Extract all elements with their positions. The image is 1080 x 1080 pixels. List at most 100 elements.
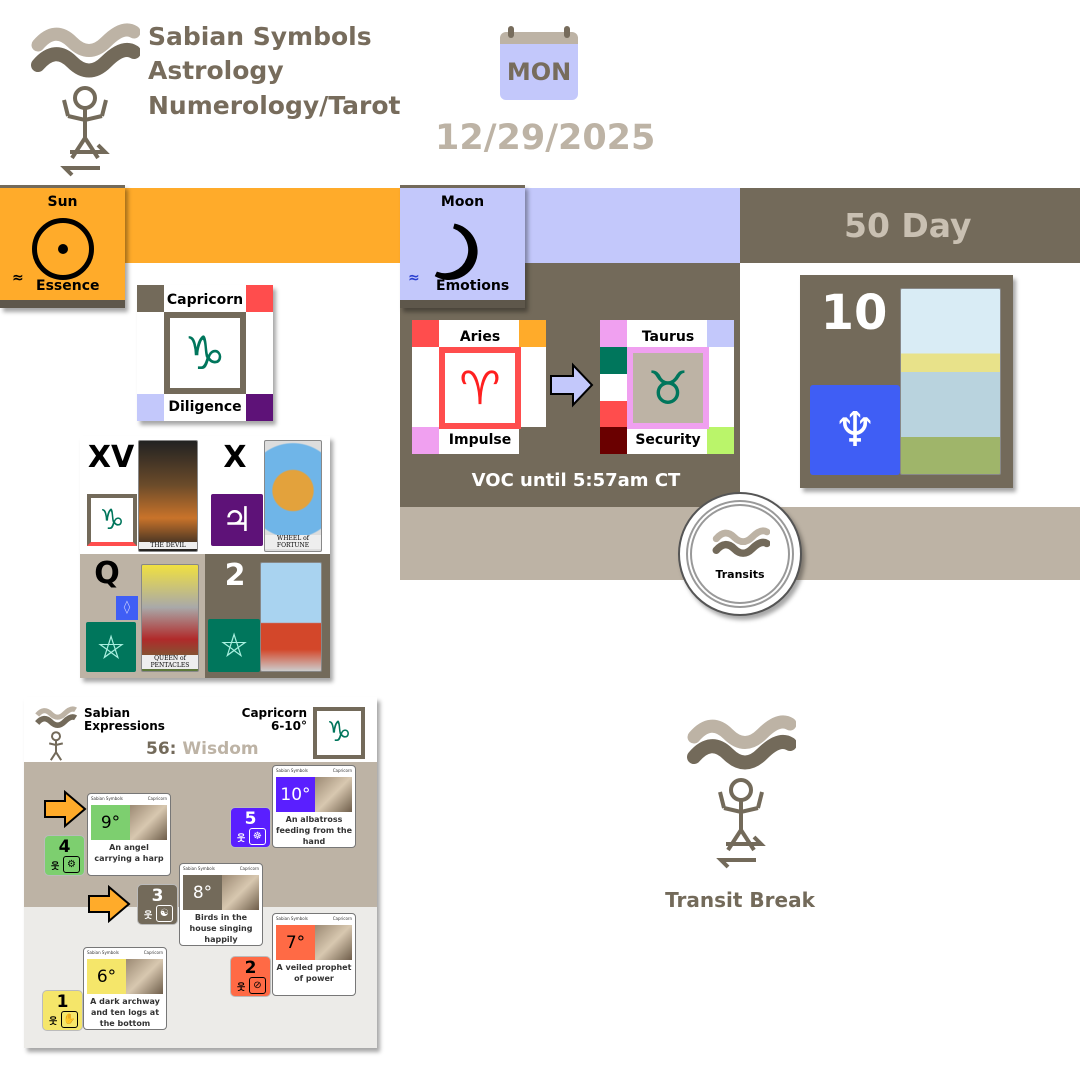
numerology-number-box[interactable]: 3 웃☯ (137, 884, 178, 925)
numerology-icon: ⊘ (249, 977, 266, 994)
jupiter-icon: ♃ (211, 494, 263, 546)
theme-number: 56: (146, 739, 177, 759)
numerology-icon: ☯ (156, 905, 173, 922)
symbol-image (315, 925, 352, 960)
sabian-logo-icon (687, 715, 796, 869)
symbol-text: A dark archway and ten logs at the botto… (90, 997, 160, 1028)
figure-icon: 웃 (237, 983, 246, 993)
moon-to-sign-card[interactable]: Taurus ♉ Security (600, 320, 734, 454)
date: 12/29/2025 (435, 118, 656, 158)
sign-name: Aries (459, 329, 501, 345)
numerology-number: 3 (151, 886, 164, 906)
sabian-logo-icon (35, 706, 78, 761)
aries-icon: ♈ (439, 347, 521, 429)
tarot-numeral: Q (94, 556, 120, 591)
tarot-numeral: X (223, 440, 247, 475)
card-header-left: Sabian Symbols (91, 796, 123, 801)
wave-icon: ≈ (408, 270, 420, 286)
transits-button[interactable]: Transits (678, 492, 802, 616)
card-header-right: Capricorn (332, 916, 352, 921)
symbol-image (126, 959, 163, 994)
sabian-degree-card[interactable]: Sabian Symbols Capricorn 7° A veiled prophe… (272, 913, 356, 996)
arrow-right-icon (44, 790, 87, 828)
day-count-label: 50 Day (844, 206, 972, 245)
app-title-line: Sabian Symbols (148, 22, 372, 51)
two-of-pentacles-card-image (260, 562, 322, 672)
sun-sign-card[interactable]: Capricorn ♑ Diligence (137, 285, 273, 421)
figure-icon: 웃 (237, 834, 246, 844)
sun-card[interactable]: Sun ≈ Essence (0, 185, 125, 308)
theme-name: Wisdom (182, 739, 259, 759)
capricorn-icon: ♑ (164, 312, 246, 394)
arrow-right-icon (550, 362, 594, 408)
planet-name: Sun (47, 194, 78, 210)
numerology-number-box[interactable]: 5 웃☸ (230, 807, 271, 848)
numerology-icon: ☸ (249, 828, 266, 845)
numerology-number: 2 (244, 958, 257, 978)
symbol-text: Birds in the house singing happily (189, 913, 253, 944)
card-header-right: Capricorn (239, 866, 259, 871)
degree-label: 6° (87, 959, 126, 994)
planet-keyword: Emotions (436, 278, 510, 294)
devil-card-image: THE DEVIL (138, 440, 198, 552)
numerology-number: 5 (244, 809, 257, 829)
sabian-title: Sabian Expressions (84, 707, 165, 733)
day-number: 10 (820, 285, 888, 341)
day-tarot-panel[interactable]: 10 ♆ (800, 275, 1013, 488)
moon-icon (434, 223, 478, 280)
symbol-image (130, 805, 167, 840)
degree-label: 7° (276, 925, 315, 960)
sign-name: Capricorn (241, 706, 307, 720)
moon-card[interactable]: Moon ≈ Emotions (400, 185, 525, 308)
app-title-line: Astrology (148, 56, 284, 85)
figure-icon: 웃 (49, 1017, 58, 1027)
transit-break-label: Transit Break (665, 888, 815, 912)
weekday: MON (506, 58, 572, 86)
sign-name: Capricorn (166, 292, 244, 308)
sabian-theme: 56: Wisdom (146, 739, 259, 759)
symbol-image (222, 875, 259, 910)
queen-of-pentacles-card-image: QUEEN of PENTACLES (141, 564, 199, 672)
card-caption: THE DEVIL (139, 542, 197, 549)
numerology-number-box[interactable]: 2 웃⊘ (230, 956, 271, 997)
symbol-text: An albatross feeding from the hand (276, 815, 352, 846)
sign-keyword: Security (635, 432, 701, 448)
sabian-logo-icon (31, 23, 140, 177)
degree-label: 8° (183, 875, 222, 910)
numerology-icon: ✋ (61, 1011, 78, 1028)
figure-icon: 웃 (51, 862, 60, 872)
taurus-icon: ♉ (627, 347, 709, 429)
card-caption: WHEEL of FORTUNE (265, 535, 321, 549)
card-header-right: Capricorn (147, 796, 167, 801)
app-title-line: Numerology/Tarot (148, 91, 401, 120)
arrow-right-icon (88, 885, 131, 923)
card-header: Sabian Symbols Capricorn (88, 794, 170, 804)
tarot-grid: XV ♑ THE DEVIL X ♃ WHEEL of FORTUNE Q ◊ … (80, 436, 330, 678)
degree-range: 6-10° (270, 719, 307, 733)
degree-label: 10° (276, 777, 315, 812)
sabian-expressions-panel: Sabian Expressions Capricorn 6-10° ♑ 56:… (24, 697, 377, 1048)
capricorn-icon: ♑ (313, 707, 365, 759)
voc-text: VOC until 5:57am CT (471, 470, 681, 491)
wheel-of-fortune-card-image: WHEEL of FORTUNE (264, 440, 322, 552)
card-header-left: Sabian Symbols (276, 916, 308, 921)
numerology-icon: ⚙ (63, 856, 80, 873)
figure-icon: 웃 (144, 911, 153, 921)
card-header: Sabian Symbols Capricorn (273, 914, 355, 924)
moon-from-sign-card[interactable]: Aries ♈ Impulse (412, 320, 546, 454)
capricorn-icon: ♑ (87, 494, 137, 546)
pentacle-icon: ⛤ (86, 622, 136, 672)
sign-name: Taurus (641, 329, 695, 345)
symbol-text: An angel carrying a harp (94, 843, 164, 863)
symbol-text: A veiled prophet of power (276, 963, 352, 983)
transits-label: Transits (715, 568, 765, 581)
wave-icon: ≈ (12, 270, 24, 286)
